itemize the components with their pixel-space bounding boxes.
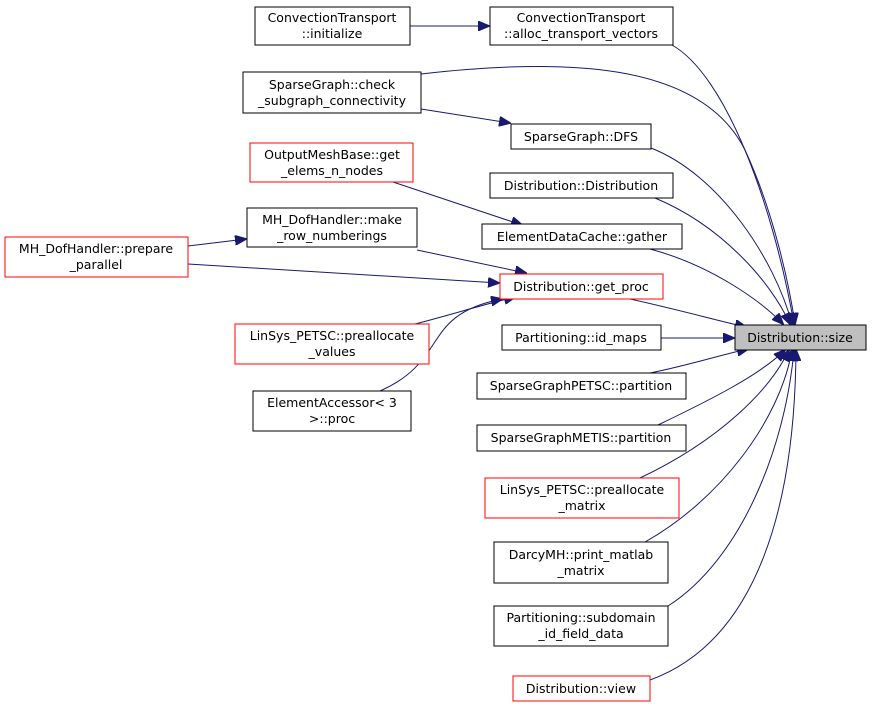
edge-alloc-size — [671, 44, 794, 324]
node-darcymh-print-matlab[interactable]: DarcyMH::print_matlab _matrix — [493, 541, 669, 584]
svg-text:ConvectionTransport: ConvectionTransport — [268, 10, 397, 25]
edge-outmesh-gather — [392, 181, 522, 225]
node-distribution-get-proc[interactable]: Distribution::get_proc — [499, 273, 664, 300]
node-convection-alloc[interactable]: ConvectionTransport ::alloc_transport_ve… — [489, 6, 674, 46]
edge-prepare-getproc — [187, 263, 499, 283]
edge-matlab-size — [644, 350, 792, 543]
edge-petsc-size — [649, 349, 748, 374]
node-sparsegraph-check[interactable]: SparseGraph::check _subgraph_connectivit… — [242, 71, 422, 114]
node-partitioning-subdomain[interactable]: Partitioning::subdomain _id_field_data — [493, 605, 669, 647]
node-convection-initialize[interactable]: ConvectionTransport ::initialize — [254, 6, 411, 46]
node-linsys-preallocate-values[interactable]: LinSys_PETSC::preallocate _values — [234, 323, 430, 365]
svg-text:_elems_n_nodes: _elems_n_nodes — [280, 163, 383, 178]
svg-text:LinSys_PETSC::preallocate: LinSys_PETSC::preallocate — [250, 328, 415, 343]
svg-text:MH_DofHandler::prepare: MH_DofHandler::prepare — [19, 241, 173, 256]
svg-text:ConvectionTransport: ConvectionTransport — [517, 10, 646, 25]
node-distribution-distribution[interactable]: Distribution::Distribution — [489, 172, 674, 199]
svg-text:SparseGraphMETIS::partition: SparseGraphMETIS::partition — [491, 430, 672, 445]
svg-text:SparseGraphPETSC::partition: SparseGraphPETSC::partition — [490, 378, 672, 393]
node-outputmeshbase[interactable]: OutputMeshBase::get _elems_n_nodes — [249, 142, 414, 183]
node-mhdofhandler-make[interactable]: MH_DofHandler::make _row_numberings — [246, 207, 418, 248]
svg-text:Distribution::view: Distribution::view — [526, 681, 636, 696]
edge-prealval-getproc — [414, 297, 515, 325]
edge-subdomain-size — [667, 350, 794, 607]
edge-distr-size — [654, 197, 790, 324]
svg-text:LinSys_PETSC::preallocate: LinSys_PETSC::preallocate — [500, 482, 665, 497]
node-sparsegraph-dfs[interactable]: SparseGraph::DFS — [510, 123, 652, 150]
edge-view-size — [649, 350, 796, 681]
svg-text:_subgraph_connectivity: _subgraph_connectivity — [257, 93, 407, 108]
edge-prepare-makerow — [187, 239, 246, 247]
node-mhdofhandler-prepare[interactable]: MH_DofHandler::prepare _parallel — [4, 236, 189, 278]
svg-text:Partitioning::id_maps: Partitioning::id_maps — [515, 330, 647, 345]
edge-makerow-getproc — [416, 249, 526, 273]
node-sparsegraphmetis-partition[interactable]: SparseGraphMETIS::partition — [476, 424, 687, 452]
svg-text:Partitioning::subdomain: Partitioning::subdomain — [506, 610, 655, 625]
edge-check-size — [420, 65, 795, 324]
svg-text:_id_field_data: _id_field_data — [537, 626, 623, 641]
svg-text:Distribution::get_proc: Distribution::get_proc — [513, 279, 649, 294]
svg-text:ElementDataCache::gather: ElementDataCache::gather — [497, 229, 668, 244]
node-partitioning-id-maps[interactable]: Partitioning::id_maps — [501, 324, 662, 351]
edge-getproc-size — [629, 298, 746, 327]
svg-text:_matrix: _matrix — [558, 498, 606, 513]
node-distribution-size[interactable]: Distribution::size — [734, 324, 867, 351]
edge-metis-size — [657, 350, 785, 426]
edge-prealmat-size — [639, 350, 789, 479]
svg-text:DarcyMH::print_matlab: DarcyMH::print_matlab — [509, 547, 654, 562]
svg-text:_matrix: _matrix — [557, 563, 605, 578]
svg-text:SparseGraph::DFS: SparseGraph::DFS — [524, 129, 638, 144]
svg-text:Distribution::Distribution: Distribution::Distribution — [504, 178, 658, 193]
node-elementaccessor-proc[interactable]: ElementAccessor< 3 >::proc — [252, 390, 412, 432]
node-linsys-preallocate-matrix[interactable]: LinSys_PETSC::preallocate _matrix — [484, 477, 680, 519]
svg-text:ElementAccessor< 3: ElementAccessor< 3 — [267, 395, 397, 410]
svg-text:OutputMeshBase::get: OutputMeshBase::get — [264, 147, 400, 162]
svg-text:Distribution::size: Distribution::size — [747, 330, 853, 345]
edge-check-dfs — [420, 108, 510, 123]
svg-text:::alloc_transport_vectors: ::alloc_transport_vectors — [504, 26, 658, 41]
svg-text:_values: _values — [308, 344, 356, 359]
node-elementdatacache-gather[interactable]: ElementDataCache::gather — [481, 223, 683, 250]
edge-dfs-size — [650, 147, 792, 324]
svg-text:MH_DofHandler::make: MH_DofHandler::make — [262, 212, 402, 227]
node-sparsegraphpetsc-partition[interactable]: SparseGraphPETSC::partition — [476, 372, 687, 400]
edge-gather-size — [649, 248, 783, 324]
svg-text:SparseGraph::check: SparseGraph::check — [269, 77, 396, 92]
svg-text:_parallel: _parallel — [69, 257, 123, 272]
svg-text:::initialize: ::initialize — [302, 26, 363, 41]
svg-text:>::proc: >::proc — [309, 411, 355, 426]
svg-text:_row_numberings: _row_numberings — [276, 228, 387, 243]
edge-elacc-getproc — [379, 299, 502, 392]
node-distribution-view[interactable]: Distribution::view — [512, 675, 651, 702]
